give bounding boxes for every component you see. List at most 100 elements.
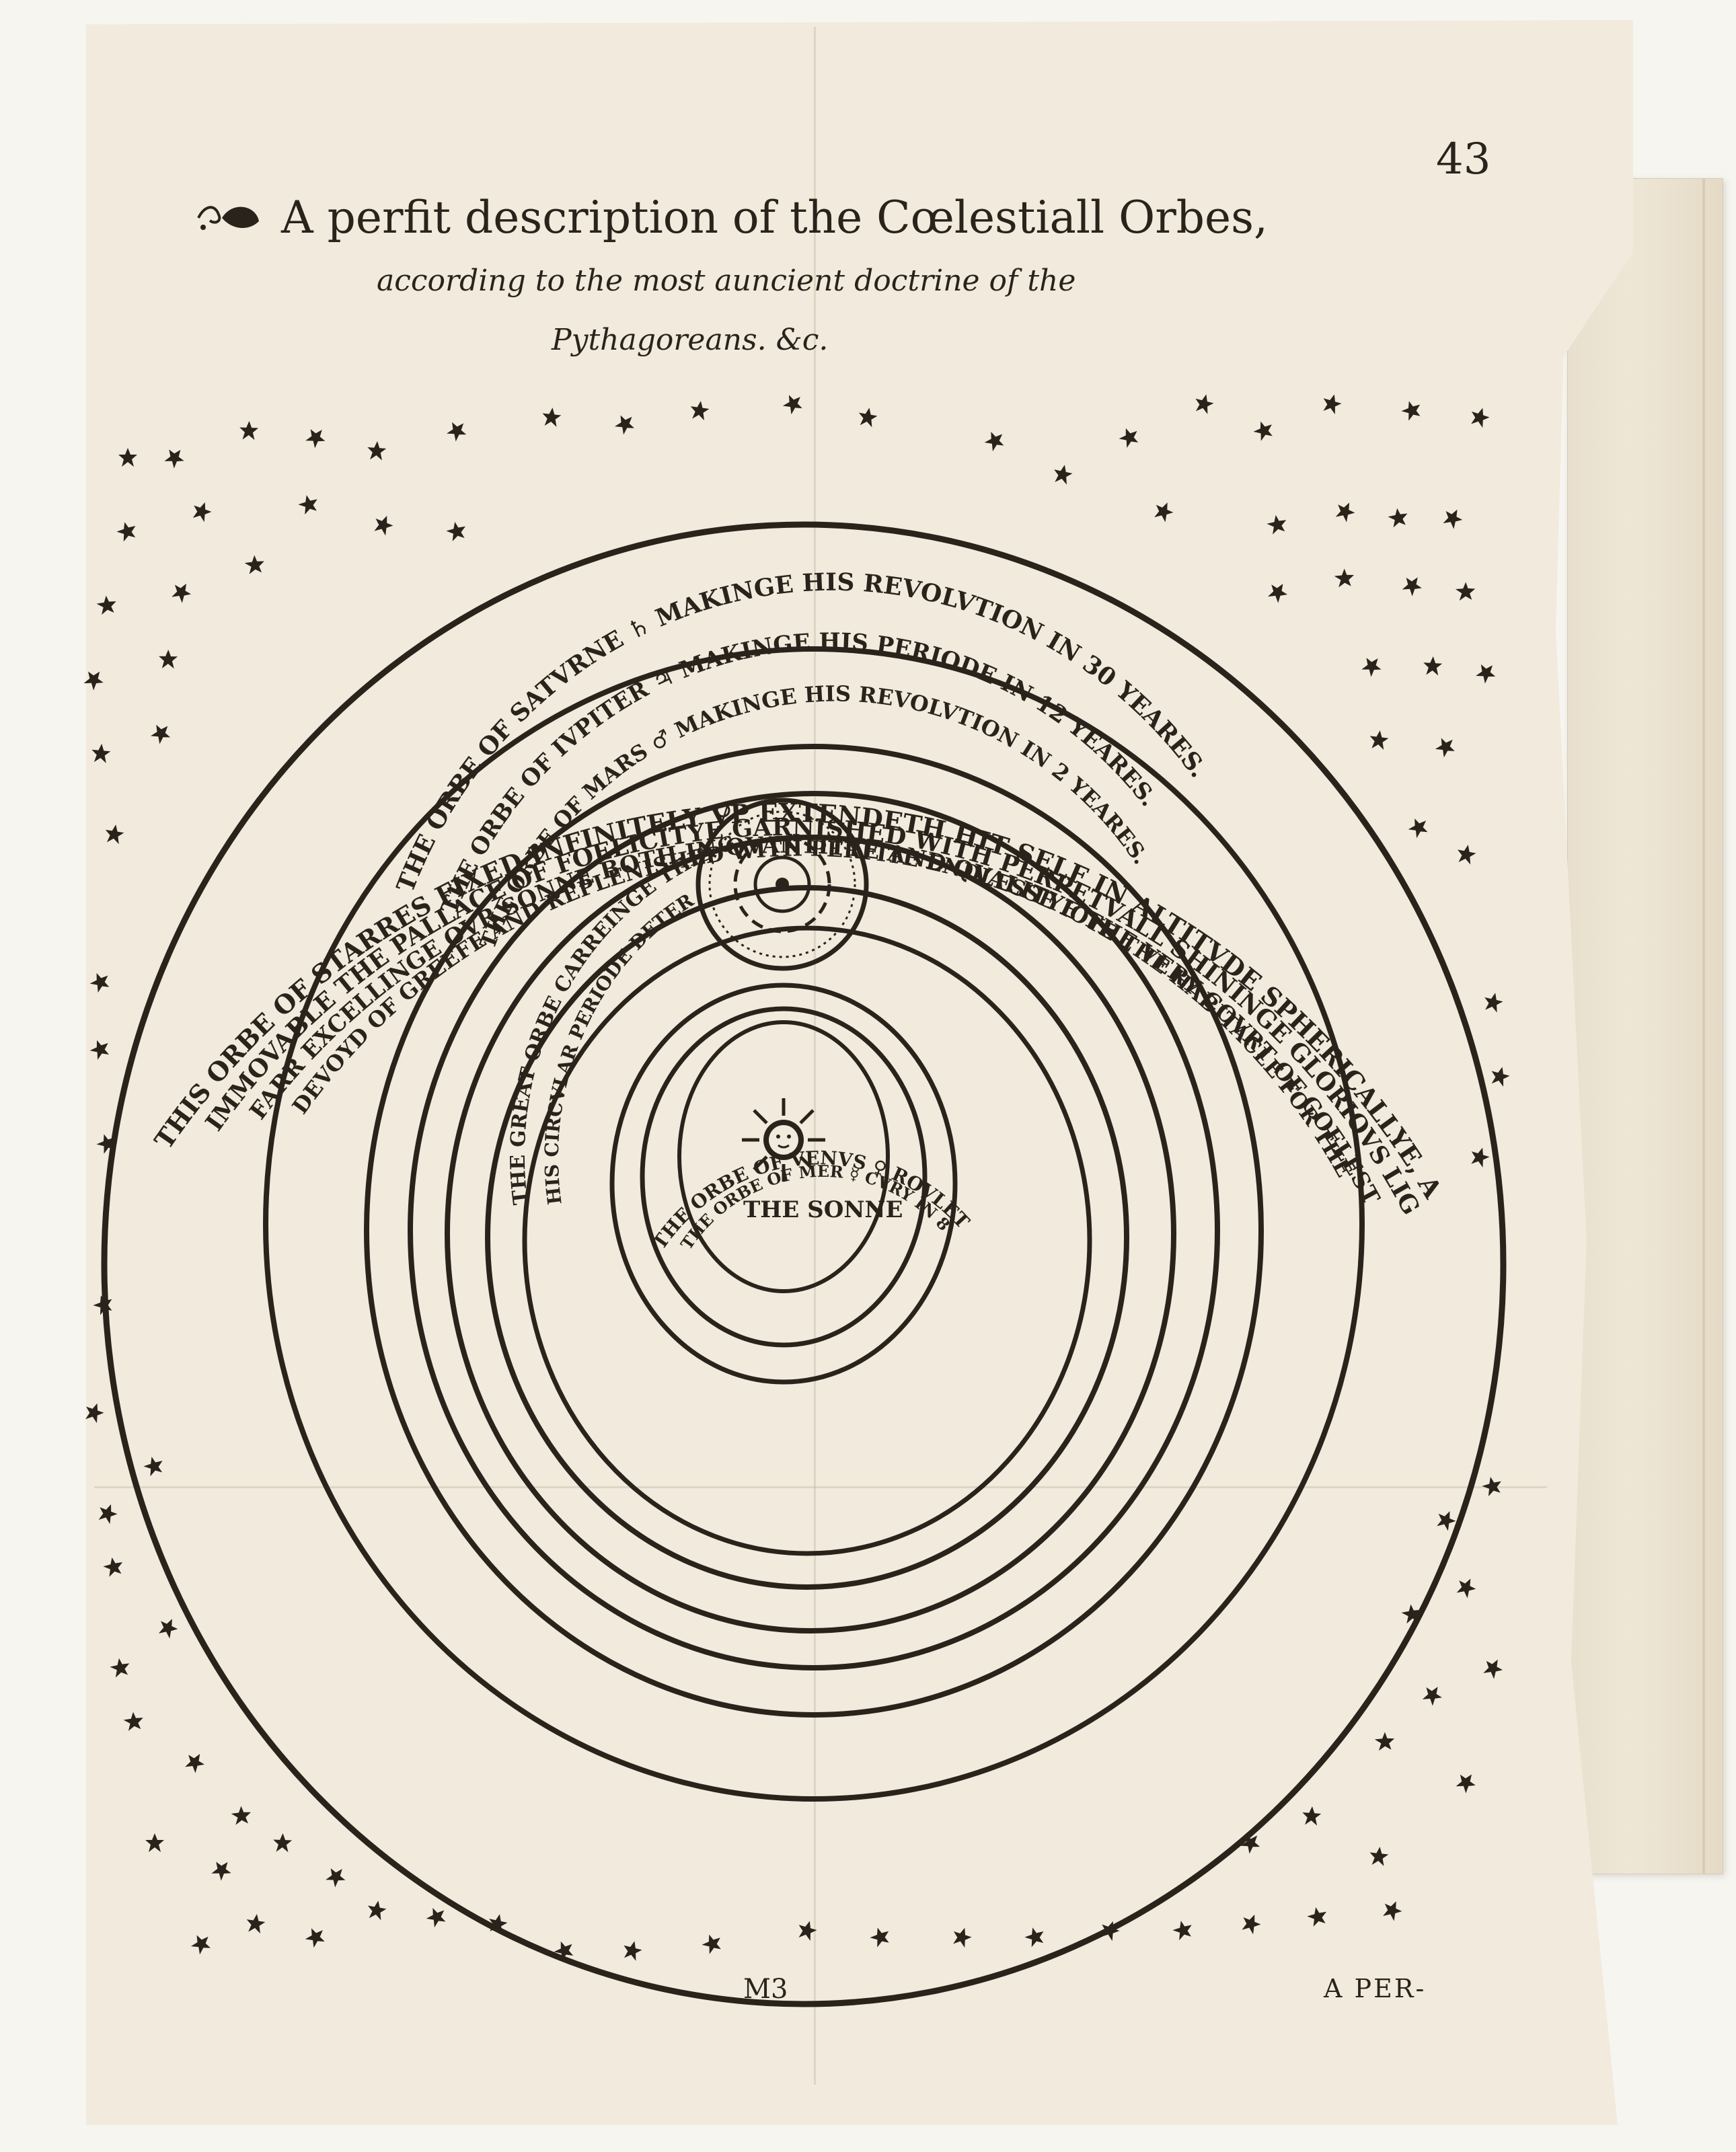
earth-moon-icon	[695, 798, 869, 971]
star-icon	[1482, 991, 1505, 1013]
star-icon	[1423, 656, 1443, 676]
mercury-orbe	[640, 1006, 928, 1348]
star-icon	[1368, 729, 1390, 751]
star-icon	[700, 1930, 726, 1957]
star-icon	[148, 720, 175, 746]
star-icon	[1320, 391, 1344, 416]
star-icon	[118, 448, 137, 467]
signature-mark: M3	[743, 1974, 788, 2005]
star-icon	[1332, 498, 1358, 524]
star-icon	[190, 499, 214, 523]
fixed-stars-inner-orbe	[263, 646, 1365, 1802]
star-icon	[209, 1856, 235, 1883]
star-icon	[868, 1923, 895, 1950]
star-icon	[229, 1803, 255, 1829]
star-icon	[95, 592, 120, 618]
fixed-stars-orbe	[101, 521, 1507, 2007]
star-icon	[1022, 1923, 1049, 1950]
star-icon	[1368, 1845, 1390, 1867]
star-icon	[795, 1918, 819, 1942]
star-icon	[541, 406, 562, 428]
great-orbe-inner	[522, 925, 1092, 1556]
star-icon	[239, 420, 259, 440]
star-icon	[1265, 578, 1291, 605]
star-icon	[1419, 1681, 1446, 1708]
star-icon	[1098, 1918, 1122, 1942]
star-icon	[245, 1913, 266, 1934]
star-icon	[367, 440, 387, 461]
star-icon	[1151, 498, 1176, 524]
star-icon	[188, 1930, 215, 1957]
star-icon	[87, 1036, 114, 1063]
star-icon	[1455, 843, 1478, 866]
star-icon	[1480, 1473, 1507, 1500]
star-icon	[621, 1939, 644, 1962]
sun-orbe	[677, 1020, 890, 1293]
fixed-stars-inscription-4: DEVOYD OF GREEFE AND REPLENISHED WITH PE…	[0, 0, 1357, 1182]
star-icon	[87, 968, 114, 995]
star-icon	[82, 1400, 106, 1424]
star-icon	[1251, 417, 1278, 444]
star-icon	[296, 491, 323, 518]
star-icon	[444, 417, 471, 444]
star-icon	[155, 1615, 181, 1640]
star-icon	[303, 1923, 330, 1950]
page-title: A perfit description of the Cœlestiall O…	[281, 192, 1268, 243]
star-icon	[856, 406, 879, 428]
star-icon	[1265, 511, 1291, 538]
star-icon	[182, 1748, 209, 1775]
gutter-fold	[1702, 179, 1705, 1874]
star-icon	[145, 1833, 164, 1852]
star-icon	[303, 424, 330, 451]
star-icon	[1373, 1730, 1398, 1754]
venus-inscription: THE ORBE OF VENVS ♀ ROVLETH ROVND IN 9 M…	[0, 0, 974, 1254]
star-icon	[101, 1553, 128, 1580]
star-icon	[122, 1709, 147, 1734]
star-icon	[1468, 1145, 1492, 1169]
star-icon	[950, 1925, 974, 1949]
star-icon	[1359, 652, 1386, 679]
page-number: 43	[1436, 134, 1491, 184]
star-icon	[243, 552, 268, 578]
star-icon	[1380, 1897, 1405, 1923]
star-icon	[1332, 566, 1358, 591]
star-icon	[1454, 1574, 1479, 1600]
star-icon	[108, 1655, 134, 1681]
star-icon	[689, 399, 710, 421]
star-icon	[95, 1500, 120, 1526]
star-icon	[612, 410, 639, 437]
subtitle-line-2: Pythagoreans. &c.	[552, 323, 829, 357]
star-icon	[90, 742, 112, 764]
star-icon	[1386, 505, 1412, 531]
venus-orbe	[609, 983, 958, 1385]
star-icon	[81, 666, 108, 693]
star-icon	[1454, 580, 1478, 604]
sun-label: THE SONNE	[743, 1196, 903, 1223]
bound-page-edge	[1567, 178, 1723, 1874]
star-icon	[982, 427, 1009, 454]
star-icon	[1473, 659, 1500, 686]
star-icon	[1468, 405, 1492, 429]
star-icon	[424, 1903, 451, 1930]
horizontal-fold-crease	[94, 1486, 1547, 1488]
star-icon	[168, 578, 195, 605]
star-icon	[1051, 463, 1074, 486]
folded-leaf	[86, 20, 1633, 2125]
star-icon	[1170, 1917, 1197, 1944]
vertical-fold-crease	[814, 27, 816, 2085]
star-icon	[1440, 505, 1466, 531]
star-icon	[371, 512, 396, 537]
mars-orbe	[445, 835, 1176, 1634]
star-icon	[323, 1863, 350, 1890]
star-icon	[1488, 1064, 1512, 1088]
sun-face-icon	[742, 1098, 825, 1182]
star-icon	[1433, 733, 1460, 760]
star-icon	[1238, 1911, 1264, 1936]
star-icon	[365, 1898, 388, 1921]
saturn-orbe	[364, 744, 1264, 1718]
star-icon	[1399, 397, 1426, 424]
star-icon	[1305, 1903, 1332, 1930]
star-icon	[114, 518, 141, 545]
mercury-inscription: THE ORBE OF MER ☿ CVRY IN 80 DAYES	[0, 0, 954, 1253]
